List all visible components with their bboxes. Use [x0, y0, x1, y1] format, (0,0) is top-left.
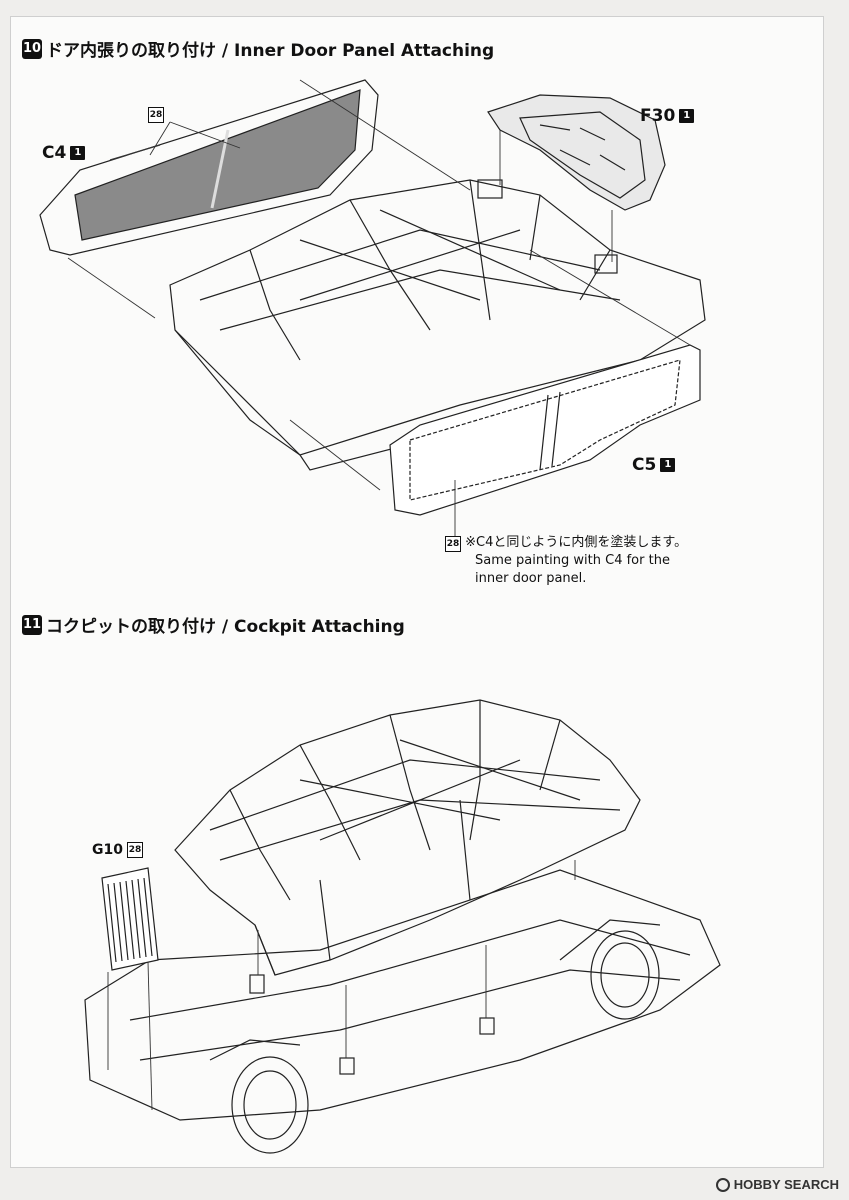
step-11-number: 11: [22, 614, 42, 635]
c5-paint-note: 28 ※C4と同じように内側を塗装します。 Same painting with…: [445, 534, 687, 588]
step10-arrows: [67, 79, 691, 540]
f30-rear-panel: [487, 94, 666, 211]
part-label-g10: G10 28: [92, 842, 143, 858]
watermark-text: HOBBY SEARCH: [733, 1177, 839, 1192]
part-c4-name: C4: [42, 143, 67, 163]
part-label-f30: F30 1: [640, 106, 695, 126]
part-label-c4: C4 1: [42, 143, 86, 163]
c4-paint-code: 28: [148, 107, 164, 123]
c5-door-panel: [389, 344, 701, 516]
step-11-heading: 11 コクピットの取り付け / Cockpit Attaching: [22, 612, 405, 637]
g10-grille: [101, 867, 159, 971]
part-g10-name: G10: [92, 842, 123, 858]
part-c5-name: C5: [632, 455, 657, 475]
body-shell-step10: [169, 179, 706, 471]
step-10-heading: 10 ドア内張りの取り付け / Inner Door Panel Attachi…: [22, 36, 494, 61]
step-10-title: ドア内張りの取り付け / Inner Door Panel Attaching: [46, 41, 495, 61]
c5-note-paint-code: 28: [445, 536, 461, 552]
c5-note-jp: ※C4と同じように内側を塗装します。: [465, 535, 688, 550]
hobby-search-logo-icon: [715, 1177, 730, 1192]
c5-note-en1: Same painting with C4 for the: [475, 553, 670, 568]
c5-note-en2: inner door panel.: [475, 571, 587, 586]
step-10-number: 10: [22, 38, 42, 59]
part-c4-qty: 1: [70, 146, 86, 160]
chassis: [84, 869, 721, 1154]
part-label-c5: C5 1: [632, 455, 676, 475]
part-f30-qty: 1: [679, 109, 695, 123]
step11-arrows: [107, 860, 576, 1111]
watermark: HOBBY SEARCH: [715, 1177, 839, 1192]
c5-note-jp-line: 28 ※C4と同じように内側を塗装します。: [445, 534, 687, 552]
step-11-title: コクピットの取り付け / Cockpit Attaching: [46, 617, 405, 637]
body-shell-step11: [174, 699, 641, 976]
part-c5-qty: 1: [660, 458, 676, 472]
part-f30-name: F30: [640, 106, 676, 126]
part-g10-paint-code: 28: [126, 842, 143, 858]
c4-door-panel: [39, 79, 379, 256]
